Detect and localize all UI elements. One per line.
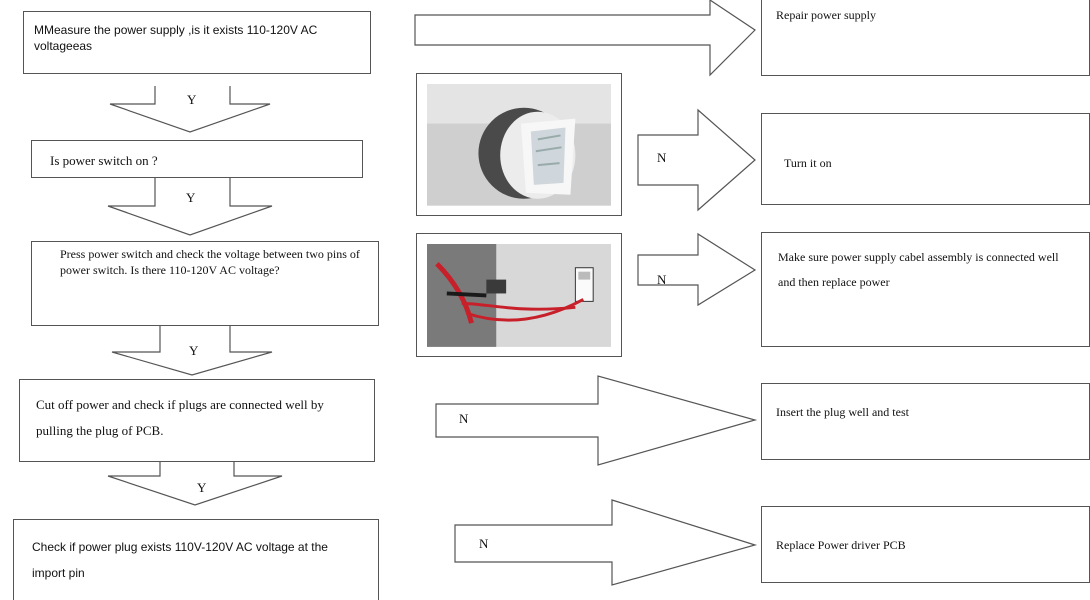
result-box-5: Replace Power driver PCB <box>761 506 1090 583</box>
result-text-1: Repair power supply <box>776 8 876 22</box>
step-box-4: Cut off power and check if plugs are con… <box>19 379 375 462</box>
wiring-photo-image <box>427 244 611 347</box>
arrow-right-4 <box>435 375 758 466</box>
result-box-4: Insert the plug well and test <box>761 383 1090 460</box>
switch-photo-image <box>427 84 611 206</box>
power-switch-photo <box>416 73 622 216</box>
step-box-1: MMeasure the power supply ,is it exists … <box>23 11 371 74</box>
label-n-4: N <box>459 411 469 426</box>
wiring-photo <box>416 233 622 357</box>
result-box-1: Repair power supply <box>761 0 1090 76</box>
result-box-2: Turn it on <box>761 113 1090 205</box>
label-n-3: N <box>657 272 667 287</box>
step-text-5: Check if power plug exists 110V-120V AC … <box>32 540 328 581</box>
arrow-right-1 <box>414 0 756 77</box>
label-y-2: Y <box>186 190 196 205</box>
arrow-right-5 <box>454 499 758 586</box>
label-y-1: Y <box>187 92 197 107</box>
label-y-3: Y <box>189 343 199 358</box>
step-text-1: MMeasure the power supply ,is it exists … <box>34 23 318 54</box>
step-box-5: Check if power plug exists 110V-120V AC … <box>13 519 379 600</box>
step-box-3: Press power switch and check the voltage… <box>31 241 379 326</box>
arrow-right-3 <box>637 232 757 307</box>
step-box-2: Is power switch on ? <box>31 140 363 178</box>
result-text-5: Replace Power driver PCB <box>776 538 906 552</box>
arrow-right-2 <box>637 108 756 212</box>
arrow-down-2 <box>107 178 273 236</box>
step-text-3: Press power switch and check the voltage… <box>60 247 360 278</box>
step-text-4: Cut off power and check if plugs are con… <box>36 397 324 438</box>
label-n-5: N <box>479 536 489 551</box>
result-text-4: Insert the plug well and test <box>776 405 909 419</box>
arrow-down-4 <box>107 462 283 506</box>
result-text-3: Make sure power supply cabel assembly is… <box>778 250 1059 290</box>
result-text-2: Turn it on <box>784 156 832 170</box>
step-text-2: Is power switch on ? <box>50 153 158 168</box>
label-y-4: Y <box>197 480 207 495</box>
label-n-2: N <box>657 150 667 165</box>
result-box-3: Make sure power supply cabel assembly is… <box>761 232 1090 347</box>
